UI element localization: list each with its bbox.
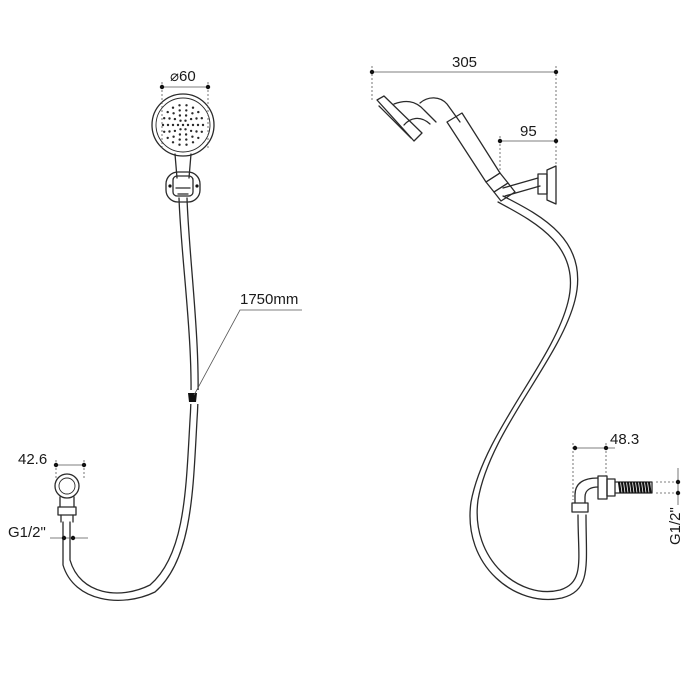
thread-line xyxy=(641,481,646,494)
nozzle-dot xyxy=(195,130,198,133)
outlet-thread xyxy=(617,481,652,494)
thread-line xyxy=(620,481,625,494)
nozzle-dot xyxy=(178,114,182,117)
nozzle-dot xyxy=(186,123,190,127)
nozzle-dot xyxy=(171,123,175,127)
wall-elbow-side xyxy=(571,475,653,513)
nozzle-dot xyxy=(185,138,188,141)
nozzle-dot xyxy=(178,104,181,107)
bracket-offset-label: 95 xyxy=(520,123,537,140)
wall-elbow-front xyxy=(54,473,80,523)
dimension-thread-left: G1/2" xyxy=(8,524,88,541)
nozzle-dot xyxy=(196,123,200,127)
nozzle-dot xyxy=(172,135,175,138)
shower-head-front xyxy=(151,93,215,179)
nozzle-dot xyxy=(191,135,194,138)
dimension-outlet-length: 48.3 xyxy=(572,431,639,500)
nozzle-dot xyxy=(185,143,188,146)
nozzle-dot xyxy=(184,119,187,122)
nozzle-dot xyxy=(179,128,182,131)
nozzle-dot xyxy=(173,129,177,133)
wall-bracket-front xyxy=(165,171,201,203)
nozzle-dot xyxy=(163,130,166,133)
side-view xyxy=(376,95,653,601)
nozzle-dot xyxy=(168,117,171,120)
head-diameter-label: ⌀60 xyxy=(170,68,196,85)
front-view xyxy=(54,93,302,601)
nozzle-dot xyxy=(179,119,182,122)
nozzle-dot xyxy=(191,123,195,127)
nozzle-dot xyxy=(189,129,193,133)
nozzle-dot xyxy=(201,123,205,127)
nozzle-dot xyxy=(178,138,181,141)
nozzle-dot xyxy=(200,117,203,120)
nozzle-dot xyxy=(168,130,171,133)
nozzle-dot xyxy=(161,123,165,127)
nozzle-dot xyxy=(178,143,181,146)
dimension-overall-length: 305 xyxy=(369,54,559,165)
nozzle-dot xyxy=(185,109,188,112)
thread-line xyxy=(638,481,643,494)
nozzle-dot xyxy=(184,128,187,131)
hose-side xyxy=(469,195,588,601)
nozzle-dot xyxy=(184,114,188,117)
nozzle-dot xyxy=(200,130,203,133)
dimension-head-diameter: ⌀60 xyxy=(159,68,211,150)
overall-length-label: 305 xyxy=(452,54,477,71)
wall-bracket-side xyxy=(502,165,557,205)
thread-line xyxy=(617,481,622,494)
thread-line xyxy=(626,481,631,494)
nozzle-dot xyxy=(173,117,177,121)
nozzle-dot xyxy=(171,106,175,109)
nozzle-dot xyxy=(178,133,182,136)
nozzle-dot xyxy=(178,109,181,112)
nozzle-dot xyxy=(181,123,185,127)
dimension-bracket-offset: 95 xyxy=(497,123,559,172)
nozzle-dot xyxy=(191,141,195,144)
hose-front xyxy=(62,197,200,601)
shower-head-side xyxy=(376,95,516,202)
thread-line xyxy=(632,481,637,494)
nozzle-dot xyxy=(184,133,188,136)
nozzle-dot xyxy=(197,110,200,114)
nozzle-dot xyxy=(166,110,169,114)
nozzle-dot xyxy=(195,117,198,120)
nozzle-dot xyxy=(189,117,193,121)
nozzle-dot xyxy=(185,104,188,107)
thread-line xyxy=(647,481,652,494)
outlet-length-label: 48.3 xyxy=(610,431,639,448)
thread-line xyxy=(644,481,649,494)
nozzle-dot xyxy=(166,123,170,127)
nozzle-dot xyxy=(176,123,180,127)
nozzle-dot xyxy=(166,136,169,140)
thread-line xyxy=(629,481,634,494)
thread-line xyxy=(635,481,640,494)
thread-right-label: G1/2" xyxy=(667,507,684,545)
dimension-elbow-width: 42.6 xyxy=(18,451,87,480)
hose-length-label: 1750mm xyxy=(240,291,298,308)
nozzle-dot xyxy=(191,106,195,109)
nozzle-dot xyxy=(191,112,194,115)
nozzle-dot xyxy=(163,117,166,120)
nozzle-pattern xyxy=(161,104,205,146)
nozzle-dot xyxy=(172,112,175,115)
nozzle-dot xyxy=(171,141,175,144)
thread-line xyxy=(623,481,628,494)
thread-left-label: G1/2" xyxy=(8,524,46,541)
elbow-width-label: 42.6 xyxy=(18,451,47,468)
dimension-thread-right: G1/2" xyxy=(656,468,684,545)
nozzle-dot xyxy=(197,136,200,140)
